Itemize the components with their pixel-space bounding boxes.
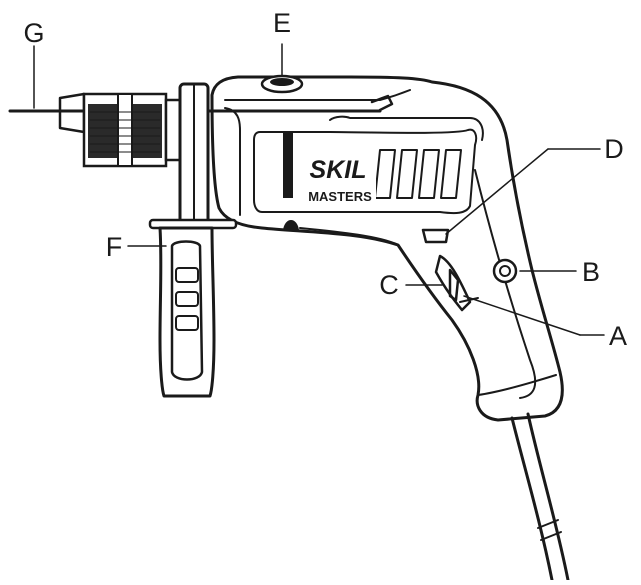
direction-switch (421, 228, 450, 244)
ventilation-slots (374, 149, 462, 199)
logo-stripe (283, 132, 293, 198)
trigger-switch (434, 254, 479, 312)
mode-selector-knob (260, 74, 304, 94)
brand-logo: SKIL MASTERS (298, 148, 376, 204)
rear-hook (370, 94, 394, 112)
callout-e: E (273, 8, 291, 38)
leader-lines (33, 43, 605, 336)
callout-a: A (609, 321, 627, 351)
brand-subline: MASTERS (308, 189, 372, 204)
power-cord (510, 412, 570, 582)
callout-d: D (604, 134, 624, 164)
callout-g: G (23, 18, 44, 48)
lock-button (492, 258, 518, 284)
drill-body (210, 75, 564, 422)
grip-line (477, 374, 557, 396)
brand-name: SKIL (310, 156, 367, 184)
auxiliary-handle (158, 226, 216, 398)
callout-b: B (582, 257, 600, 287)
callout-f: F (106, 232, 123, 262)
drill-chuck (58, 92, 182, 168)
callout-c: C (379, 270, 399, 300)
handle-collar (148, 82, 238, 230)
